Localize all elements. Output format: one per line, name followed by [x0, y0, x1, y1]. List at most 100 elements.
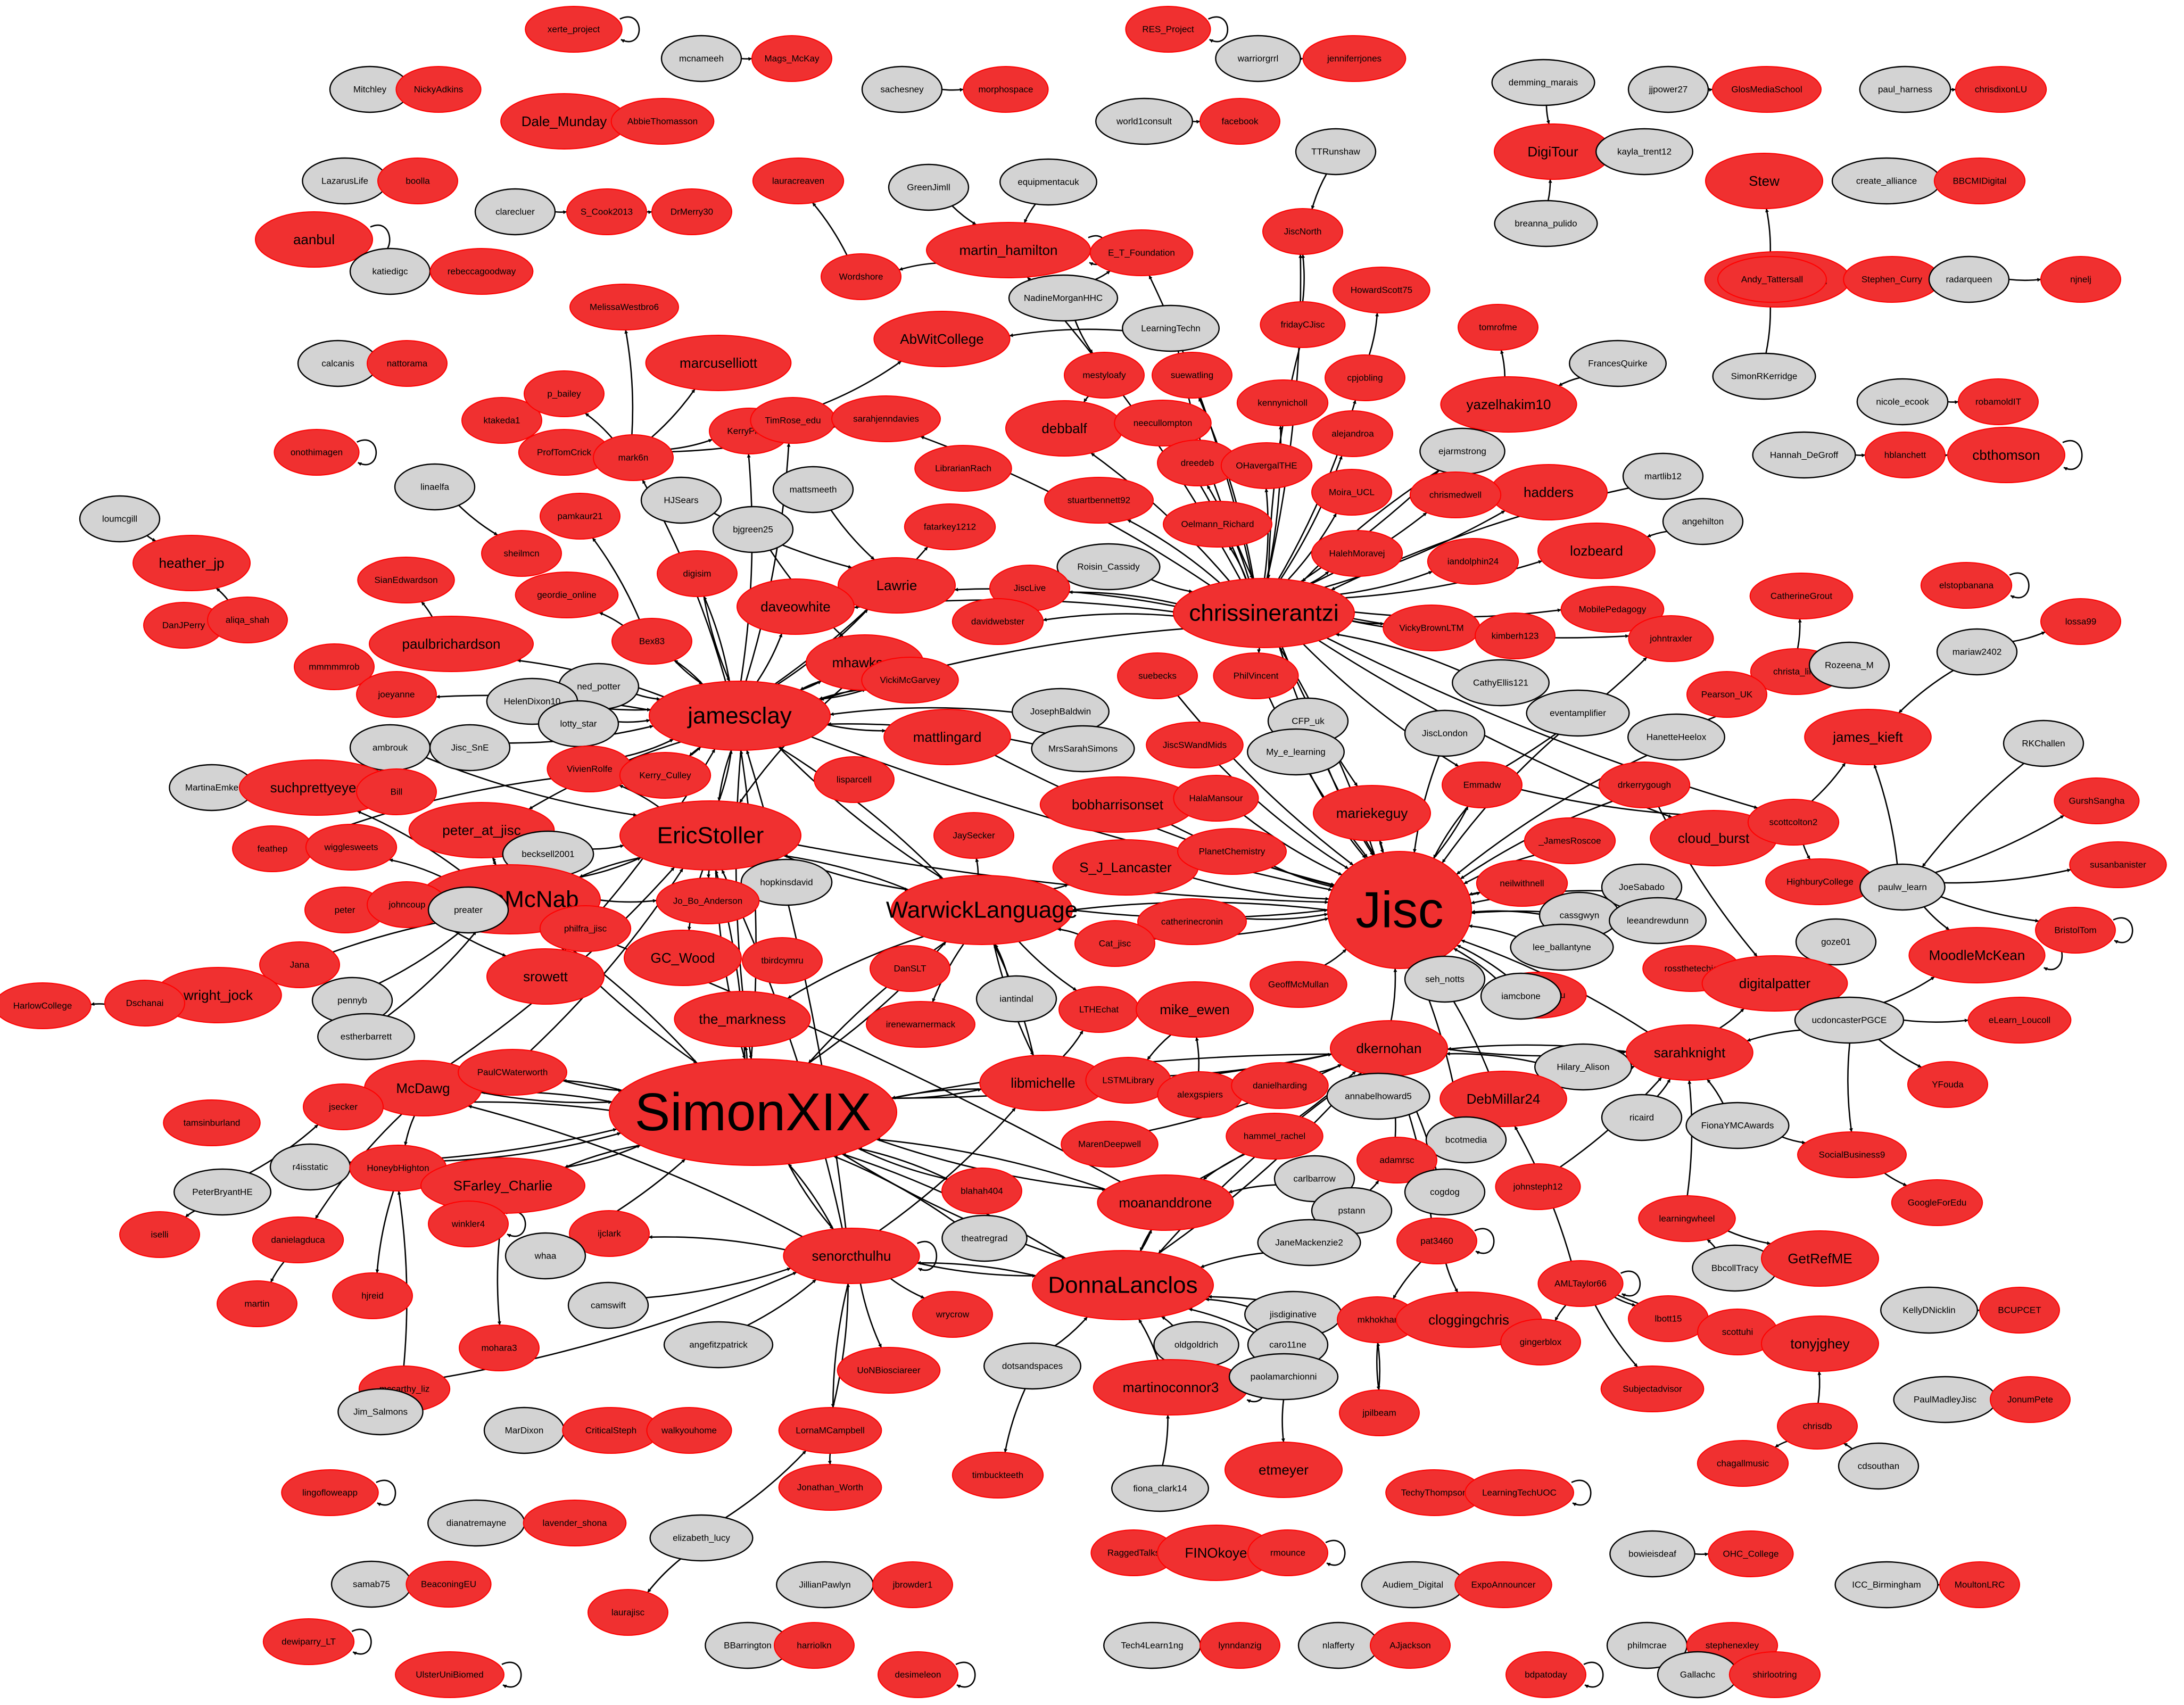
node-label: PaulMadleyJisc: [1914, 1395, 1977, 1405]
node-shape: [1609, 1530, 1695, 1578]
edge-jamesclay-to-kerrypinny: [740, 453, 753, 682]
node-shape: [645, 335, 792, 391]
edge-ericstoller-to-alisonmcnab: [579, 857, 641, 878]
edge-emmadw-to-jisc: [1433, 806, 1469, 859]
node-shape: [1226, 1113, 1323, 1160]
node-fionaymcawards: FionaYMCAwards: [1685, 1102, 1790, 1149]
node-res-project: RES_Project: [1125, 6, 1211, 53]
edge-janemackenzie2-to-donnalanclos: [1200, 1252, 1264, 1268]
node-label: FINOkoye: [1185, 1545, 1247, 1561]
node-lstmlibrary: LSTMLibrary: [1085, 1057, 1171, 1104]
node-label: BeaconingEU: [421, 1579, 476, 1590]
node-shape: [1311, 530, 1403, 577]
node-label: martinoconnor3: [1123, 1379, 1219, 1395]
node-label: PaulCWaterworth: [477, 1067, 548, 1078]
node-label: DrMerry30: [671, 207, 713, 217]
node-label: scottcolton2: [1769, 817, 1818, 827]
node-cathyellis121: CathyEllis121: [1451, 659, 1550, 707]
node-clarecluer: clarecluer: [474, 188, 556, 236]
node-label: chagallmusic: [1717, 1459, 1769, 1469]
node-label: becksell2001: [522, 849, 574, 859]
node-linaelfa: linaelfa: [394, 463, 476, 511]
node-dianatremayne: dianatremayne: [427, 1499, 526, 1547]
node-label: paolamarchionni: [1251, 1372, 1317, 1382]
edge-ned-potter-to-jamesclay: [636, 693, 660, 701]
node-label: loumcgill: [102, 514, 137, 524]
node-label: LearningTechUOC: [1482, 1488, 1557, 1498]
node-chagallmusic: chagallmusic: [1697, 1440, 1789, 1487]
node-lozbeard: lozbeard: [1537, 523, 1656, 579]
edge-peter-at-jisc-to-alisonmcnab: [492, 857, 497, 866]
node-moodlemckean: MoodleMcKean: [1908, 927, 2046, 983]
node-shape: [1260, 301, 1346, 348]
node-label: lotty_star: [560, 719, 597, 729]
node-label: Mitchley: [353, 85, 387, 95]
node-shape: [609, 1058, 897, 1166]
node-tonyjghey: tonyjghey: [1761, 1315, 1879, 1372]
node-amltaylor66: AMLTaylor66: [1537, 1260, 1624, 1307]
node-label: TimRose_edu: [765, 416, 821, 426]
node-label: mariekeguy: [1336, 805, 1408, 821]
node-shape: [1152, 352, 1232, 399]
node-cpjobling: cpjobling: [1325, 354, 1405, 401]
edge-jamesclay-to-warwicklanguage: [778, 746, 944, 880]
node-shape: [1312, 410, 1393, 457]
node-sarahjenndavies: sarahjenndavies: [831, 395, 941, 442]
node-shape: [821, 253, 901, 300]
node-label: SFarley_Charlie: [453, 1178, 552, 1194]
node-label: christa_line: [1773, 667, 1819, 677]
node-shape: [1795, 918, 1877, 966]
node-xerte-project: xerte_project: [525, 6, 623, 53]
node-label: boolla: [406, 176, 430, 186]
node-shape: [173, 1168, 272, 1216]
node-simonxix: SimonXIX: [609, 1058, 897, 1166]
node-highburycollege: HighburyCollege: [1765, 858, 1875, 905]
node-label: GetRefME: [1788, 1251, 1852, 1267]
edge-s-j-lancaster-to-jisc: [1192, 877, 1329, 901]
node-label: alexgspiers: [1177, 1090, 1223, 1100]
node-label: HighburyCollege: [1786, 877, 1854, 887]
node-label: ProfTomCrick: [537, 448, 592, 458]
edge-peterbryanthe-to-iselli: [185, 1210, 195, 1218]
node-shape: [861, 65, 943, 113]
node-bdpatoday: bdpatoday: [1505, 1651, 1586, 1698]
node-label: Dschanai: [126, 998, 164, 1008]
node-mike-ewen: mike_ewen: [1136, 981, 1254, 1038]
node-kerry-culley: Kerry_Culley: [619, 752, 712, 799]
node-label: debbalf: [1041, 420, 1087, 436]
edge-angehilton-to-lozbeard: [1647, 531, 1667, 538]
node-label: Dale_Munday: [522, 113, 607, 129]
node-label: DanJPerry: [162, 620, 205, 631]
node-simonrkerridge: SimonRKerridge: [1712, 352, 1816, 400]
node-bcupcet: BCUPCET: [1979, 1287, 2060, 1334]
node-mardixon: MarDixon: [483, 1406, 565, 1454]
node-mrssarahsimons: MrsSarahSimons: [1031, 725, 1135, 773]
node-p-bailey: p_bailey: [524, 370, 605, 417]
node-shape: [1752, 431, 1856, 479]
node-label: JaneMackenzie2: [1275, 1238, 1343, 1248]
node-label: AJjackson: [1389, 1641, 1430, 1651]
node-shape: [1627, 713, 1725, 761]
node-gallachc: Gallachc: [1657, 1651, 1739, 1699]
node-label: hblanchett: [1884, 450, 1926, 460]
node-label: learningwheel: [1659, 1214, 1715, 1224]
edge-cdsouthan-to-chrisdb: [1843, 1443, 1853, 1450]
node-label: johnsteph12: [1513, 1182, 1563, 1192]
node-harlowcollege: HarlowCollege: [0, 982, 92, 1029]
node-aliqa-shah: aliqa_shah: [207, 597, 288, 643]
node-lee-ballantyne: lee_ballantyne: [1510, 923, 1614, 971]
node-digitour: DigiTour: [1494, 123, 1612, 180]
node-label: iantindal: [999, 994, 1033, 1004]
node-mcdawg: McDawg: [364, 1060, 482, 1116]
node-ohc-college: OHC_College: [1708, 1530, 1794, 1577]
node-shape: [649, 681, 831, 751]
node-shape: [104, 980, 185, 1027]
node-label: FionaYMCAwards: [1701, 1121, 1774, 1131]
node-label: camswift: [591, 1301, 626, 1311]
node-shape: [1247, 1529, 1328, 1576]
node-gc-wood: GC_Wood: [624, 930, 742, 986]
edge-mariaw2402-to-lossa99: [2012, 631, 2046, 642]
node-label: Emmadw: [1463, 780, 1502, 790]
node-dschanai: Dschanai: [104, 980, 185, 1027]
self-loop-edge: [2062, 440, 2083, 471]
